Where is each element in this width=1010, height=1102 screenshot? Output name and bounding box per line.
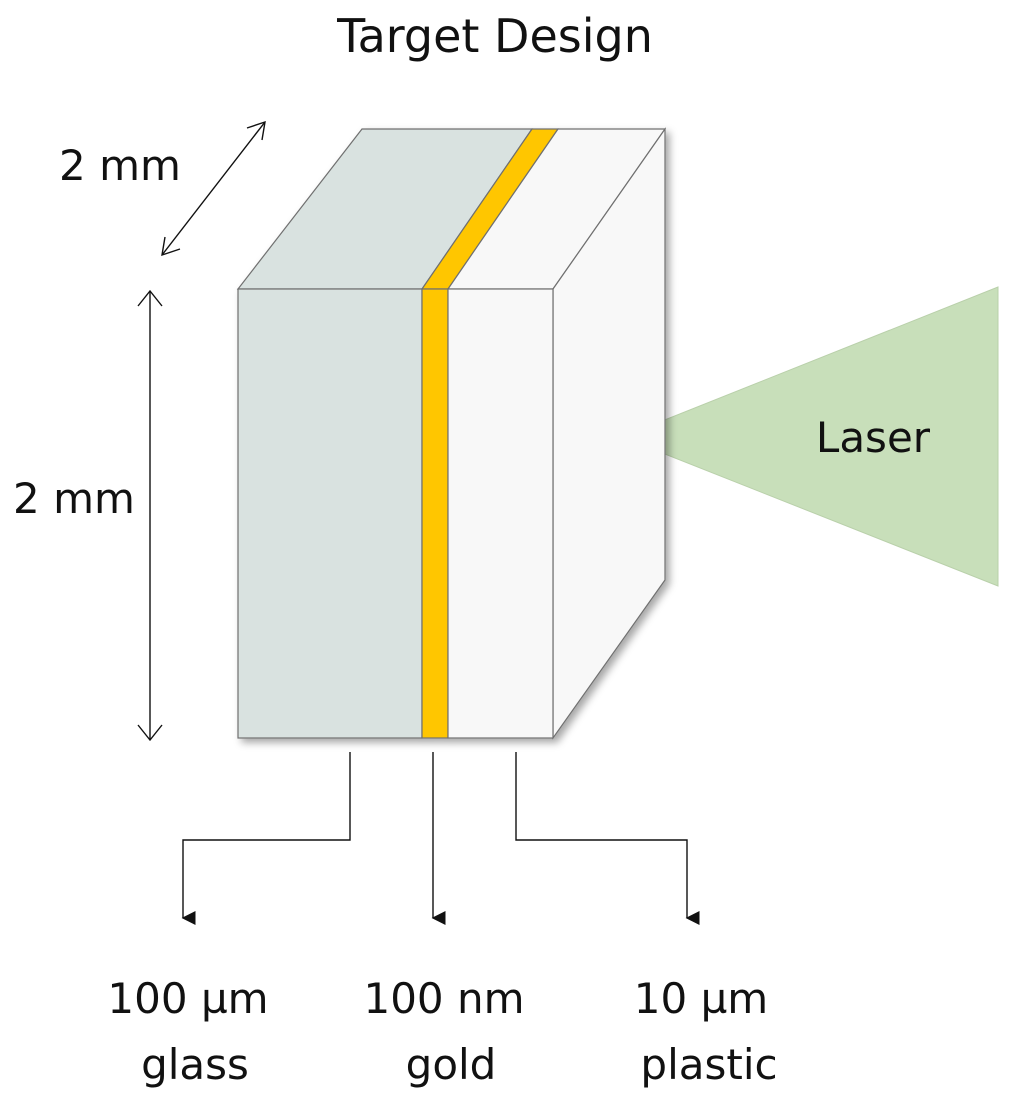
layered-target-block — [236, 127, 667, 740]
plastic-material-label: plastic — [640, 1040, 777, 1089]
front-face-gold — [421, 288, 449, 739]
height-dimension-arrow — [137, 289, 163, 742]
gold-material-label: gold — [406, 1040, 497, 1089]
laser-beam — [620, 286, 999, 587]
front-face-plastic — [447, 288, 554, 739]
diagram-title: Target Design — [336, 9, 653, 63]
depth-dimension-arrow — [161, 120, 266, 257]
depth-dimension-label: 2 mm — [59, 141, 181, 190]
plastic-thickness-label: 10 µm — [634, 974, 768, 1023]
gold-thickness-label: 100 nm — [363, 974, 524, 1023]
plastic-leader-line — [515, 752, 700, 925]
glass-leader-line — [181, 752, 351, 925]
height-dimension-label: 2 mm — [13, 474, 135, 523]
glass-material-label: glass — [141, 1040, 249, 1089]
front-face-glass — [237, 288, 423, 739]
laser-label: Laser — [816, 413, 931, 462]
glass-thickness-label: 100 µm — [107, 974, 268, 1023]
